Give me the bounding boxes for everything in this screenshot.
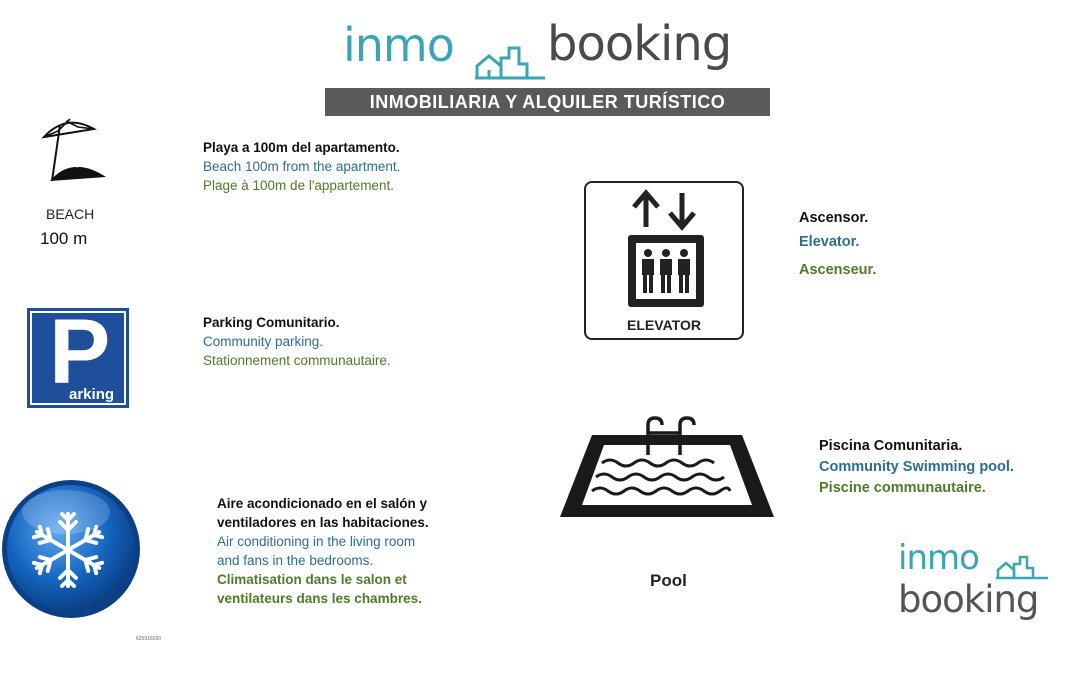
logo-word-inmo: inmo — [343, 18, 455, 72]
parking-text-en: Community parking. — [203, 334, 324, 349]
house-skyline-icon — [996, 555, 1048, 580]
house-skyline-icon — [475, 46, 545, 80]
pool-description: Piscina Comunitaria. Community Swimming … — [819, 436, 1014, 499]
beach-text-en: Beach 100m from the apartment. — [203, 159, 401, 174]
aircon-description: Aire acondicionado en el salón y ventila… — [217, 494, 429, 608]
elevator-icon: ELEVATOR — [584, 181, 744, 340]
pool-text-en: Community Swimming pool. — [819, 459, 1014, 475]
snowflake-icon — [2, 480, 140, 618]
aircon-text-es-2: ventiladores en las habitaciones. — [217, 515, 429, 530]
beach-description: Playa a 100m del apartamento. Beach 100m… — [203, 138, 400, 195]
parking-sign-word: arking — [69, 386, 115, 403]
image-code: 625916020 — [136, 636, 162, 642]
footer-logo-inmo: inmo — [898, 538, 980, 578]
logo-tagline: INMOBILIARIA Y ALQUILER TURÍSTICO — [325, 88, 770, 116]
parking-text-es: Parking Comunitario. — [203, 315, 340, 330]
pool-text-fr: Piscine communautaire. — [819, 480, 986, 496]
footer-logo-booking: booking — [898, 578, 1039, 621]
beach-text-es: Playa a 100m del apartamento. — [203, 140, 400, 155]
beach-umbrella-icon — [41, 118, 107, 182]
beach-caption: BEACH — [46, 206, 95, 222]
beach-distance: 100 m — [40, 229, 88, 248]
aircon-text-en-2: and fans in the bedrooms. — [217, 553, 374, 568]
parking-text-fr: Stationnement communautaire. — [203, 353, 391, 368]
pool-caption: Pool — [650, 571, 687, 590]
elevator-text-fr: Ascenseur. — [799, 262, 877, 278]
elevator-sign-label: ELEVATOR — [627, 317, 701, 333]
footer-logo: inmo booking — [896, 538, 1056, 628]
aircon-text-fr-1: Climatisation dans le salon et — [217, 572, 407, 587]
logo-word-booking: booking — [547, 16, 732, 72]
pool-text-es: Piscina Comunitaria. — [819, 438, 963, 454]
elevator-text-es: Ascensor. — [799, 210, 869, 226]
parking-sign-icon: P arking — [27, 301, 129, 408]
header-logo: inmo booking INMOBILIARIA Y ALQUILER TUR… — [325, 8, 770, 118]
aircon-text-en-1: Air conditioning in the living room — [217, 534, 416, 549]
parking-sign-letter: P — [49, 301, 111, 403]
aircon-text-fr-2: ventilateurs dans les chambres. — [217, 591, 422, 606]
parking-description: Parking Comunitario. Community parking. … — [203, 313, 391, 370]
swimming-pool-icon — [560, 416, 774, 517]
aircon-text-es-1: Aire acondicionado en el salón y — [217, 496, 428, 511]
beach-text-fr: Plage à 100m de l'appartement. — [203, 178, 394, 193]
elevator-text-en: Elevator. — [799, 234, 860, 250]
elevator-description: Ascensor. Elevator. Ascenseur. — [799, 206, 876, 282]
